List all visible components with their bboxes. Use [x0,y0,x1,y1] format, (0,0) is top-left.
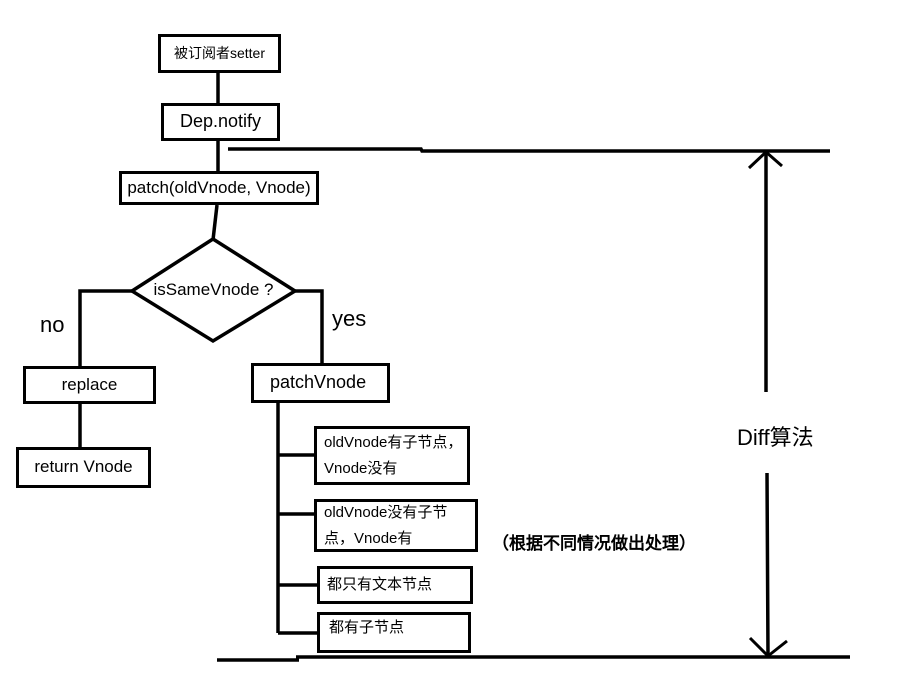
decision-diamond-shape [128,236,299,344]
branch-label-yes: yes [332,306,367,331]
node-patch-label: patch(oldVnode, Vnode) [127,177,311,197]
node-case-old-has-children: oldVnode有子节点， Vnode没有 [314,426,470,485]
node-case-both-children: 都有子节点 [317,612,471,653]
arrowhead-up-icon [747,150,783,170]
node-subscribed-setter: 被订阅者setter [158,34,281,73]
node-case-both-text: 都只有文本节点 [317,566,473,604]
node-replace: replace [23,366,156,404]
node-return-vnode: return Vnode [16,447,151,488]
node-patch-vnode: patchVnode [251,363,390,403]
diff-span-arrow-shaft [764,154,770,656]
node-patch: patch(oldVnode, Vnode) [119,171,319,205]
case1-line2: Vnode没有 [324,459,398,477]
case1-line1: oldVnode有子节点， [324,433,463,451]
branch-label-no: no [40,312,65,337]
case3-label: 都只有文本节点 [327,576,433,593]
case4-label: 都有子节点 [329,619,405,636]
handling-note-label: （根据不同情况做出处理） [492,534,696,553]
case2-line2: 点，Vnode有 [324,529,413,547]
bottom-boundary-line [217,655,850,662]
node-dep-notify: Dep.notify [161,103,280,141]
node-case-new-has-children: oldVnode没有子节 点，Vnode有 [314,499,478,552]
node-return-vnode-label: return Vnode [34,457,133,477]
connector-no-branch [78,289,132,366]
arrowhead-down-icon [748,636,788,658]
top-boundary-line [228,147,830,153]
decision-diamond-label: isSameVnode ? [153,280,274,299]
connector-patch-to-decision [211,204,219,241]
case2-line1: oldVnode没有子节 [324,503,448,521]
node-replace-label: replace [61,374,118,394]
diff-algorithm-label: Diff算法 [737,425,814,450]
connector-yes-branch [295,289,324,363]
node-patch-vnode-label: patchVnode [270,372,367,393]
node-subscribed-setter-label: 被订阅者setter [173,45,265,62]
node-dep-notify-label: Dep.notify [179,111,262,132]
